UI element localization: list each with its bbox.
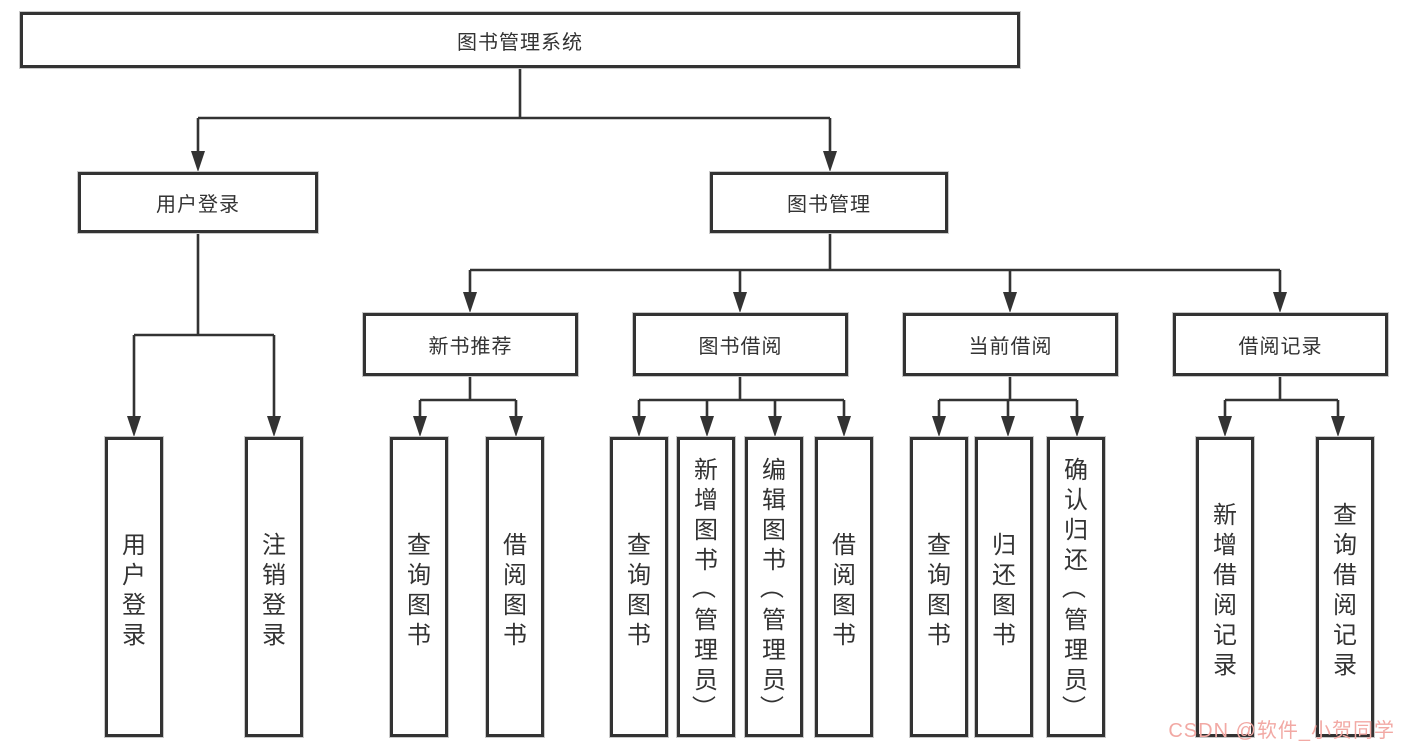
leaf-label: 借阅图书 xyxy=(832,531,856,649)
node-label: 图书管理 xyxy=(787,194,871,216)
leaf-label: 注销登录 xyxy=(262,531,286,649)
leaf-edit-book-admin: 编辑图书（管理员） xyxy=(745,437,803,737)
leaf-query-books-current: 查询图书 xyxy=(910,437,968,737)
leaf-logout: 注销登录 xyxy=(245,437,303,737)
leaf-query-books-borrow: 查询图书 xyxy=(610,437,668,737)
leaf-label: 新增图书（管理员） xyxy=(689,456,719,720)
node-user-login: 用户登录 xyxy=(78,172,318,233)
node-label: 图书借阅 xyxy=(698,336,783,358)
leaf-confirm-return-admin: 确认归还（管理员） xyxy=(1047,437,1105,737)
leaf-label: 查询图书 xyxy=(927,531,951,649)
leaf-label: 查询图书 xyxy=(627,531,651,649)
leaf-label: 归还图书 xyxy=(992,531,1016,649)
leaf-add-borrow-record: 新增借阅记录 xyxy=(1196,437,1254,737)
leaf-borrow-books: 借阅图书 xyxy=(815,437,873,737)
node-new-book-recommend: 新书推荐 xyxy=(363,313,578,376)
leaf-borrow-books-recommend: 借阅图书 xyxy=(486,437,544,737)
node-label: 图书管理系统 xyxy=(457,31,583,54)
leaf-label: 查询图书 xyxy=(407,531,431,649)
node-current-borrow: 当前借阅 xyxy=(903,313,1118,376)
node-label: 用户登录 xyxy=(156,194,240,216)
arrowheads xyxy=(127,151,1345,437)
leaf-label: 查询借阅记录 xyxy=(1333,501,1357,679)
node-label: 当前借阅 xyxy=(968,336,1053,358)
leaf-label: 新增借阅记录 xyxy=(1213,501,1237,679)
leaf-user-login: 用户登录 xyxy=(105,437,163,737)
leaf-query-books-recommend: 查询图书 xyxy=(390,437,448,737)
leaf-add-book-admin: 新增图书（管理员） xyxy=(677,437,735,737)
leaf-query-borrow-record: 查询借阅记录 xyxy=(1316,437,1374,737)
leaf-return-book: 归还图书 xyxy=(975,437,1033,737)
leaf-label: 编辑图书（管理员） xyxy=(757,456,787,720)
node-label: 新书推荐 xyxy=(428,336,513,358)
leaf-label: 用户登录 xyxy=(122,531,146,649)
node-book-management: 图书管理 xyxy=(710,172,948,233)
node-book-borrow: 图书借阅 xyxy=(633,313,848,376)
node-borrow-records: 借阅记录 xyxy=(1173,313,1388,376)
leaf-label: 借阅图书 xyxy=(503,531,527,649)
leaf-label: 确认归还（管理员） xyxy=(1059,456,1089,720)
node-root-library-system: 图书管理系统 xyxy=(20,12,1020,68)
node-label: 借阅记录 xyxy=(1238,336,1323,358)
